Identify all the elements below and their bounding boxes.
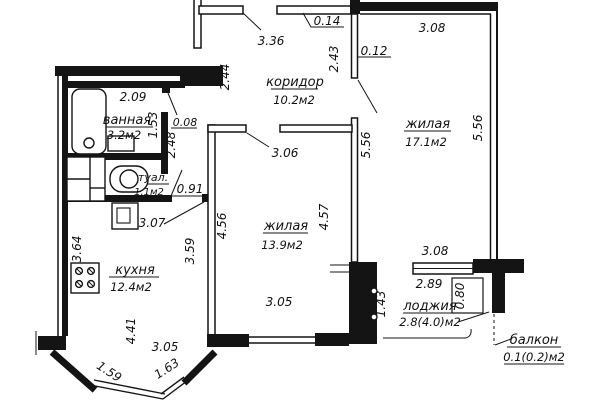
dim-corridor-top-width: 3.36 <box>258 34 285 48</box>
dim-living-large-top-width: 3.08 <box>419 21 446 35</box>
door-swing-kitchen <box>163 201 205 225</box>
dim-kitchen-full-height: 4.41 <box>124 318 138 345</box>
room-label-living-small: жилая <box>263 219 308 234</box>
dim-kitchen-right-height: 3.59 <box>183 238 197 265</box>
walls <box>35 0 524 400</box>
dim-wall-offset: 0.08 <box>173 116 198 129</box>
dim-bay-right-width: 1.63 <box>152 355 182 381</box>
dim-wall-stub: 0.12 <box>361 44 388 58</box>
room-area-loggia: 2.8(4.0)м2 <box>399 315 461 329</box>
room-area-kitchen: 12.4м2 <box>110 280 152 294</box>
room-label-balcony: балкон <box>510 333 559 348</box>
dim-living-small-right-height: 4.57 <box>317 203 331 230</box>
dim-living-small-top-width: 3.06 <box>272 146 299 160</box>
dim-kitchen-bottom-width: 3.05 <box>152 340 179 354</box>
door-swing-toilet <box>170 169 183 197</box>
room-label-bathroom: ванная <box>103 113 152 128</box>
fixtures <box>66 88 149 294</box>
dim-corridor-left-height: 2.44 <box>218 64 232 91</box>
stove <box>70 262 100 294</box>
dim-loggia-width: 2.89 <box>416 277 443 291</box>
balcony-leader <box>494 338 512 346</box>
dim-living-small-bottom-width: 3.05 <box>266 295 293 309</box>
room-area-toilet: 1.1м2 <box>134 187 164 198</box>
dim-bathroom-width: 2.09 <box>120 90 147 104</box>
room-label-toilet: туал. <box>138 171 168 184</box>
dim-kitchen-top-width: 3.07 <box>139 216 166 230</box>
dim-loggia-top-width: 3.08 <box>422 244 449 258</box>
loggia-niche-box <box>451 277 484 314</box>
dimension-labels: 3.36 0.14 3.08 0.12 2.43 2.44 2.09 0.08 … <box>70 14 485 385</box>
room-label-kitchen: кухня <box>115 263 155 278</box>
dim-bathroom-depth: 1.53 <box>146 112 160 139</box>
toilet <box>109 165 149 193</box>
dim-corridor-right-height: 2.43 <box>327 46 341 73</box>
dim-loggia-niche: 0.80 <box>453 282 467 309</box>
dim-living-large-left-height: 5.56 <box>359 131 373 158</box>
wall-marker <box>162 85 170 93</box>
room-area-balcony: 0.1(0.2)м2 <box>503 350 565 364</box>
dim-hall-depth: 2.48 <box>164 131 178 158</box>
dim-loggia-left-height: 1.43 <box>374 291 388 318</box>
dim-living-small-left-height: 4.56 <box>215 212 229 239</box>
dimension-leaders <box>101 12 564 365</box>
dim-living-large-right-height: 5.56 <box>471 114 485 141</box>
cabinet <box>66 156 106 202</box>
bathroom-sink <box>107 135 135 152</box>
room-area-corridor: 10.2м2 <box>273 93 315 107</box>
dim-toilet-door-width: 0.91 <box>177 182 204 196</box>
dim-top-offset: 0.14 <box>314 14 341 28</box>
bathtub <box>71 88 107 155</box>
room-area-living-large: 17.1м2 <box>405 135 447 149</box>
kitchen-sink <box>111 202 139 230</box>
room-area-living-small: 13.9м2 <box>261 238 303 252</box>
room-label-living-large: жилая <box>405 117 450 132</box>
dim-1-43-markers <box>370 287 378 321</box>
room-label-loggia: лоджия <box>402 299 456 314</box>
dim-kitchen-left-height: 3.64 <box>70 236 84 263</box>
balcony-hook <box>465 328 472 339</box>
room-labels: коридор 10.2м2 ванная 3.2м2 туал. 1.1м2 … <box>103 75 565 364</box>
room-label-corridor: коридор <box>266 75 324 90</box>
room-area-bathroom: 3.2м2 <box>107 128 141 142</box>
door-swing-living-large <box>357 79 378 114</box>
